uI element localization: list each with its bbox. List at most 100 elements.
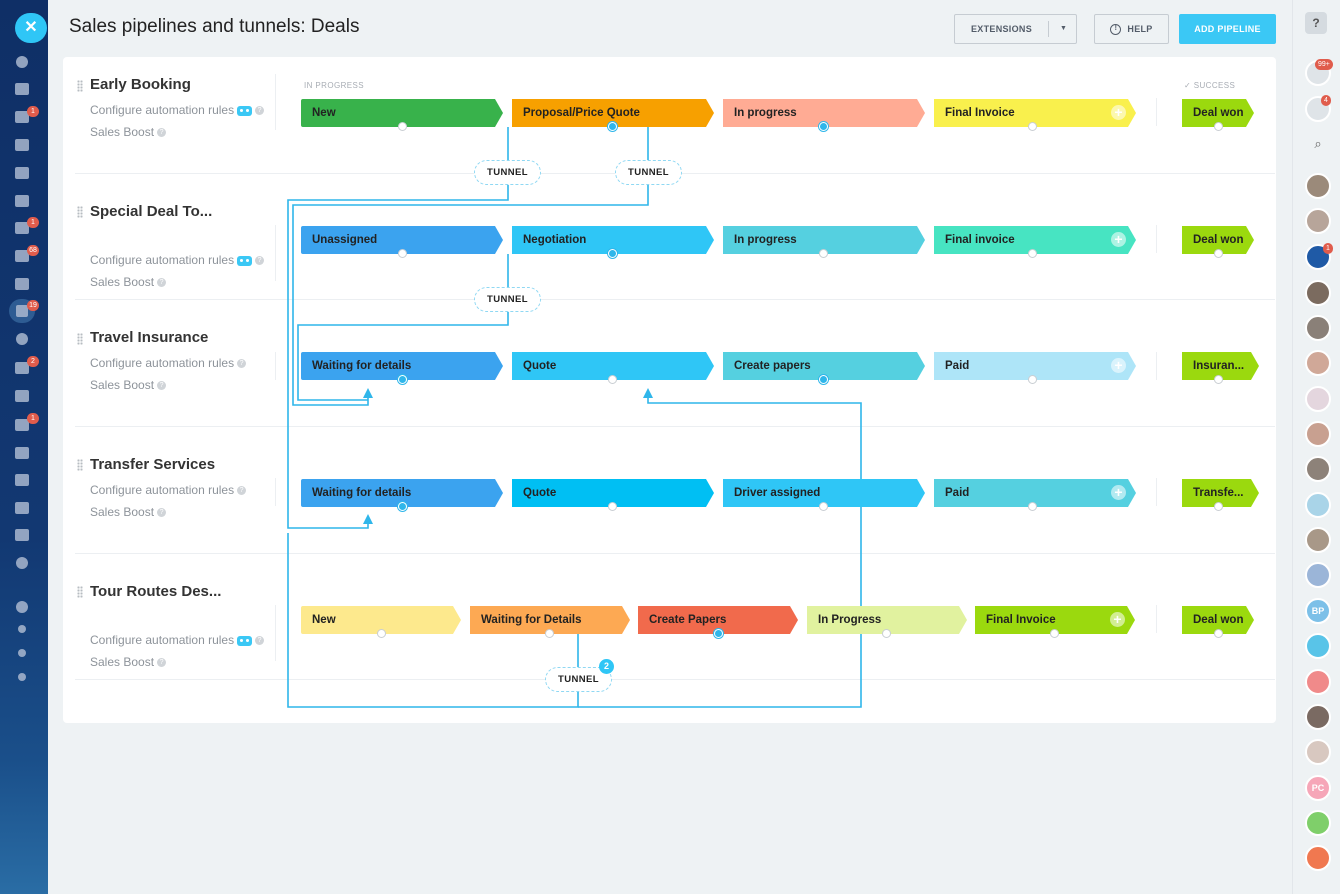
search-icon[interactable]: ⌕ [1314,136,1322,151]
sign-icon[interactable] [15,529,29,541]
stage-waiting-details[interactable]: Waiting for details [301,352,503,380]
add-icon[interactable] [18,673,26,681]
extensions-button[interactable]: EXTENSIONS ▼ [954,14,1077,44]
help-icon[interactable]: ? [157,278,167,288]
connector-dot-active[interactable] [398,502,407,511]
sales-boost-link[interactable]: Sales Boost? [90,275,167,289]
bank-icon[interactable] [15,502,29,514]
stage-in-progress[interactable]: In progress [723,99,925,127]
avatar[interactable] [1305,562,1331,588]
chat-icon[interactable] [15,111,29,123]
sales-boost-link[interactable]: Sales Boost? [90,125,167,139]
calendar-icon[interactable] [15,222,29,234]
avatar[interactable] [1305,208,1331,234]
sales-boost-link[interactable]: Sales Boost? [90,505,167,519]
connector-dot[interactable] [1214,629,1223,638]
cart-icon[interactable] [15,474,29,486]
drag-handle-icon[interactable] [77,586,83,598]
connector-dot-active[interactable] [398,375,407,384]
help-button[interactable]: !HELP [1094,14,1169,44]
automation-link[interactable]: Configure automation rules? [90,483,247,497]
avatar-initials[interactable]: BP [1305,598,1331,624]
avatar[interactable] [1305,315,1331,341]
feed-icon[interactable] [16,56,28,68]
avatar[interactable] [1305,669,1331,695]
target-icon[interactable] [16,333,28,345]
connector-dot[interactable] [1028,249,1037,258]
tunnel-label[interactable]: TUNNEL [615,160,682,185]
help-icon[interactable]: ? [157,128,167,138]
connector-dot[interactable] [819,502,828,511]
help-icon[interactable]: ? [1305,12,1327,34]
avatar[interactable] [1305,704,1331,730]
connector-dot[interactable] [398,122,407,131]
connector-dot[interactable] [608,375,617,384]
help-icon[interactable]: ? [255,636,265,646]
help-icon[interactable]: ? [237,486,247,496]
avatar[interactable] [1305,633,1331,659]
drive-icon[interactable] [15,139,29,151]
avatar[interactable] [1305,456,1331,482]
connector-dot[interactable] [398,249,407,258]
card-icon[interactable] [15,278,29,290]
connector-dot[interactable] [1214,375,1223,384]
drag-handle-icon[interactable] [77,333,83,345]
network-icon[interactable] [18,625,26,633]
connector-dot[interactable] [545,629,554,638]
more-icon[interactable] [16,557,28,569]
stage-waiting-details[interactable]: Waiting for details [301,479,503,507]
help-icon[interactable]: ? [157,381,167,391]
drag-handle-icon[interactable] [77,206,83,218]
connector-dot-active[interactable] [608,249,617,258]
connector-dot[interactable] [1214,249,1223,258]
help-icon[interactable]: ? [255,106,265,116]
add-pipeline-button[interactable]: ADD PIPELINE [1179,14,1276,44]
avatar[interactable] [1305,280,1331,306]
connector-dot[interactable] [1028,375,1037,384]
connector-dot[interactable] [819,249,828,258]
connector-dot[interactable] [1028,502,1037,511]
help-icon[interactable]: ? [157,658,167,668]
avatar[interactable] [1305,739,1331,765]
contacts-icon[interactable] [15,195,29,207]
sales-boost-link[interactable]: Sales Boost? [90,378,167,392]
connector-dot-active[interactable] [819,122,828,131]
box-icon[interactable] [15,390,29,402]
inbox-icon[interactable] [15,419,29,431]
sliders-icon[interactable] [15,447,29,459]
chevron-down-icon[interactable]: ▼ [1060,25,1068,32]
connector-dot[interactable] [1028,122,1037,131]
drag-handle-icon[interactable] [77,80,83,92]
tasks-icon[interactable] [15,83,29,95]
avatar[interactable] [1305,350,1331,376]
automation-link[interactable]: Configure automation rules? [90,103,265,117]
connector-dot[interactable] [608,502,617,511]
connector-dot-active[interactable] [819,375,828,384]
tunnel-label[interactable]: TUNNEL [474,287,541,312]
help-icon[interactable]: ? [255,256,265,266]
avatar[interactable] [1305,492,1331,518]
crm-funnel-icon[interactable] [16,305,28,317]
connector-dot[interactable] [882,629,891,638]
tunnel-label[interactable]: TUNNEL [474,160,541,185]
automation-link[interactable]: Configure automation rules? [90,356,247,370]
avatar[interactable] [1305,527,1331,553]
help-icon[interactable]: ? [157,508,167,518]
calendar-icon[interactable] [1305,810,1331,836]
connector-dot-active[interactable] [714,629,723,638]
avatar-initials[interactable]: PC [1305,775,1331,801]
automation-link[interactable]: Configure automation rules? [90,253,265,267]
avatar[interactable] [1305,421,1331,447]
sales-boost-link[interactable]: Sales Boost? [90,655,167,669]
documents-icon[interactable] [15,167,29,179]
avatar[interactable] [1305,386,1331,412]
help-icon[interactable]: ? [237,359,247,369]
mail-icon[interactable] [15,362,29,374]
connector-dot[interactable] [1214,122,1223,131]
calendar-icon[interactable] [1305,845,1331,871]
settings-icon[interactable] [18,649,26,657]
stage-waiting-details[interactable]: Waiting for Details [470,606,630,634]
checklist-icon[interactable] [15,250,29,262]
drag-handle-icon[interactable] [77,459,83,471]
connector-dot[interactable] [1050,629,1059,638]
